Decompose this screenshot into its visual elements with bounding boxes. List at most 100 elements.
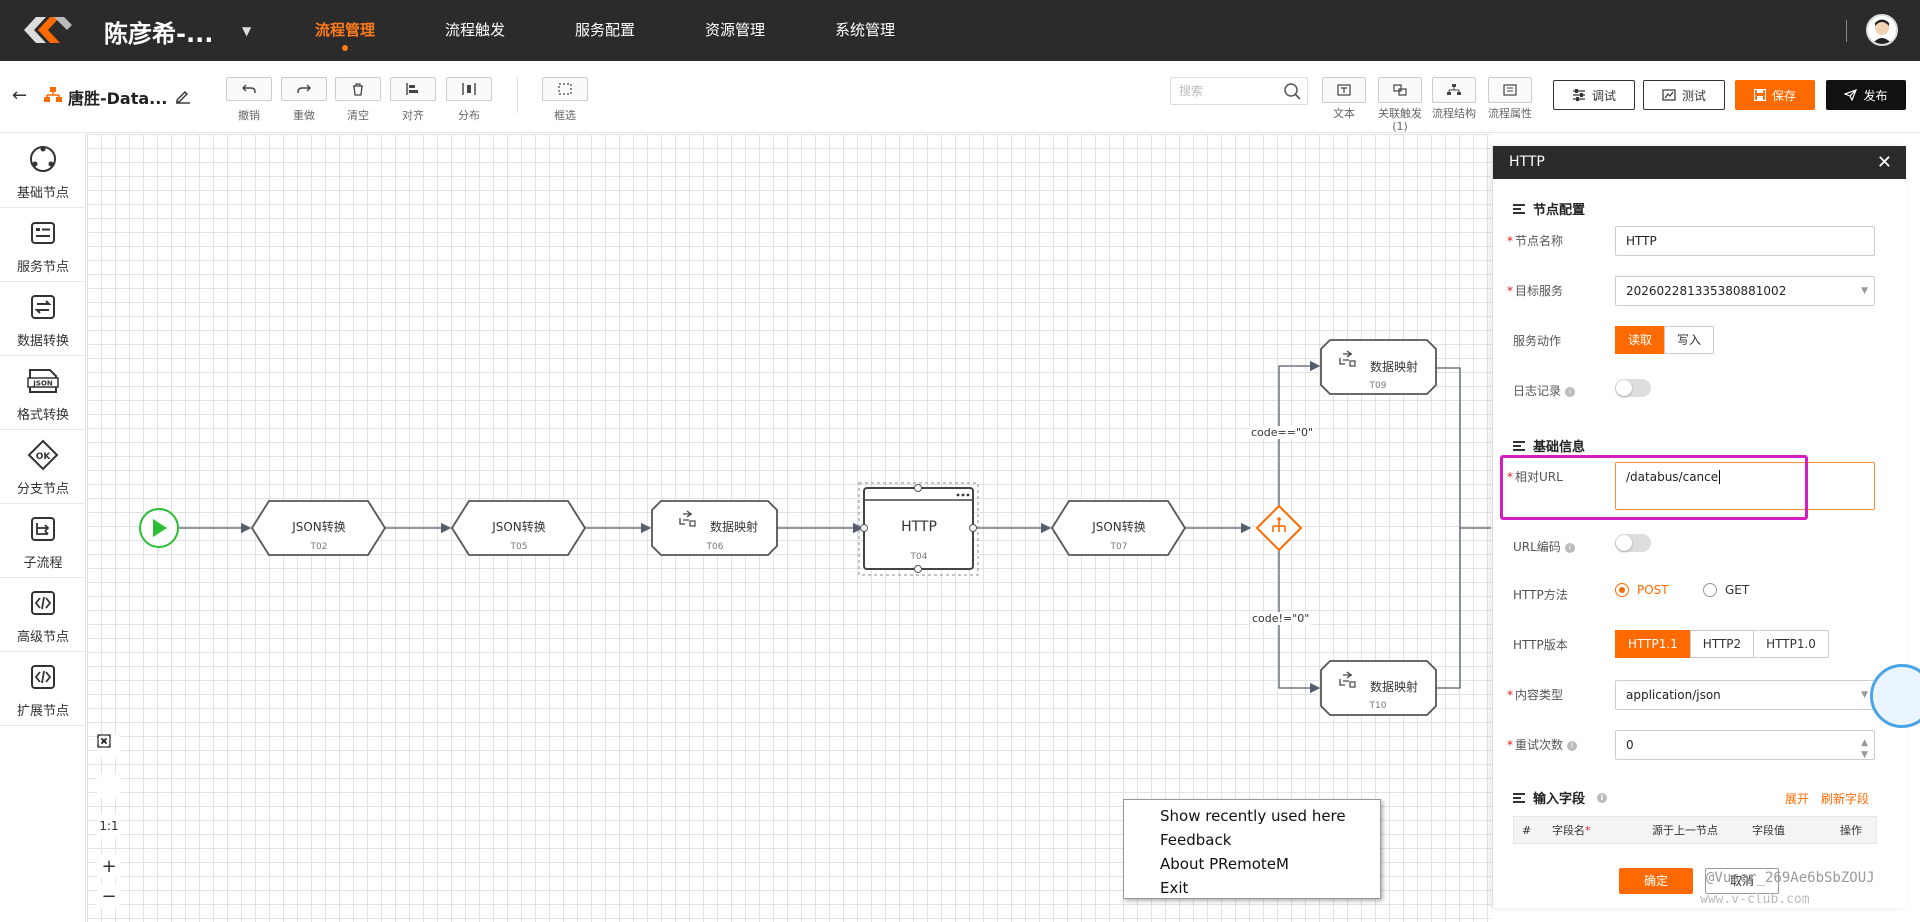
node-palette: 基础节点 服务节点 数据转换 JSON 格式转换 OK 分支节点 子流程 高级节… [0, 134, 86, 922]
node-config-panel: HTTP ✕ 节点配置 *节点名称 HTTP *目标服务 20260228133… [1492, 146, 1906, 908]
search-icon[interactable] [1283, 82, 1301, 100]
nav-resource-management[interactable]: 资源管理 [704, 21, 765, 39]
search-input[interactable]: 搜索 [1170, 77, 1308, 105]
action-write-option[interactable]: 写入 [1664, 326, 1715, 354]
palette-extension-node[interactable]: 扩展节点 [0, 652, 86, 726]
http-method-label: HTTP方法 [1513, 588, 1568, 602]
flow-structure-button[interactable] [1432, 77, 1476, 103]
method-post-radio[interactable]: POST [1615, 583, 1669, 597]
debug-button[interactable]: 调试 [1553, 80, 1635, 110]
flow-props-button[interactable] [1488, 77, 1532, 103]
ctx-show-recent[interactable]: Show recently used here [1160, 807, 1346, 825]
log-toggle[interactable] [1615, 379, 1651, 397]
url-label: *相对URL [1507, 470, 1563, 484]
redo-button[interactable] [281, 77, 327, 101]
node-t02-label: JSON转换 [292, 520, 346, 534]
node-t02[interactable] [250, 500, 387, 556]
version-2-option[interactable]: HTTP2 [1689, 630, 1755, 658]
cancel-button[interactable]: 取消 [1705, 868, 1779, 894]
section-title: 基础信息 [1533, 440, 1586, 455]
palette-label: 分支节点 [16, 482, 69, 497]
flow-props-label: 流程属性 [1488, 107, 1532, 120]
zoom-reset-button[interactable]: 1:1 [97, 814, 121, 838]
related-trigger-text: 关联触发 [1378, 107, 1422, 120]
ctx-about[interactable]: About PRemoteM [1160, 855, 1289, 873]
node-t05[interactable] [450, 500, 587, 556]
node-name-input[interactable]: HTTP [1615, 226, 1875, 256]
palette-advanced-node[interactable]: 高级节点 [0, 578, 86, 652]
palette-service-node[interactable]: 服务节点 [0, 208, 86, 282]
content-type-select[interactable]: application/json ▼ [1615, 680, 1875, 710]
title-dropdown-icon[interactable]: ▼ [242, 24, 252, 38]
nav-system-management[interactable]: 系统管理 [834, 21, 895, 39]
node-t09[interactable] [1320, 339, 1437, 395]
node-name-label: *节点名称 [1507, 234, 1564, 248]
http-version-label: HTTP版本 [1513, 638, 1568, 652]
expand-link[interactable]: 展开 [1785, 792, 1810, 806]
fit-view-button[interactable] [97, 734, 121, 758]
palette-format-convert[interactable]: JSON 格式转换 [0, 356, 86, 430]
publish-button[interactable]: 发布 [1826, 80, 1906, 110]
edit-name-icon[interactable] [175, 88, 191, 104]
box-select-icon [558, 83, 572, 95]
chart-icon [1662, 89, 1676, 101]
flow-edges [139, 339, 1491, 716]
palette-basic-node[interactable]: 基础节点 [0, 134, 86, 208]
retry-label-text: 重试次数 [1515, 738, 1564, 752]
relative-url-textarea[interactable]: /databus/cance [1615, 462, 1875, 510]
node-t09-id: T09 [1369, 381, 1387, 391]
version-11-option[interactable]: HTTP1.1 [1615, 630, 1691, 658]
undo-button[interactable] [226, 77, 272, 101]
align-button[interactable] [390, 77, 436, 101]
section-bar-icon [1513, 203, 1525, 214]
clear-button[interactable] [335, 77, 381, 101]
section-input-fields: 输入字段 i [1513, 788, 1608, 807]
action-read-option[interactable]: 读取 [1615, 326, 1666, 354]
zoom-out-button[interactable]: − [97, 884, 121, 908]
method-get-radio[interactable]: GET [1703, 583, 1749, 597]
node-t04-label: HTTP [901, 519, 937, 535]
retry-stepper[interactable]: 0 ▲▼ [1615, 730, 1875, 760]
condition-false-label[interactable]: code!="0" [1250, 612, 1312, 625]
target-service-select[interactable]: 202602281335380881002 ▼ [1615, 276, 1875, 306]
related-trigger-icon [1393, 84, 1407, 96]
ctx-exit[interactable]: Exit [1160, 879, 1189, 897]
test-button[interactable]: 测试 [1643, 80, 1725, 110]
distribute-button[interactable] [446, 77, 492, 101]
ctx-feedback[interactable]: Feedback [1160, 831, 1232, 849]
node-t07[interactable] [1050, 500, 1187, 556]
minimap-button[interactable] [97, 734, 121, 798]
version-10-option[interactable]: HTTP1.0 [1753, 630, 1829, 658]
user-avatar[interactable] [1866, 14, 1898, 46]
related-trigger-count: (1) [1392, 120, 1408, 133]
node-t06[interactable] [651, 500, 778, 556]
node-t04-http[interactable] [858, 482, 979, 576]
palette-data-convert[interactable]: 数据转换 [0, 282, 86, 356]
test-label: 测试 [1681, 88, 1706, 103]
palette-branch-node[interactable]: OK 分支节点 [0, 430, 86, 504]
palette-subflow[interactable]: 子流程 [0, 504, 86, 578]
close-icon[interactable]: ✕ [1876, 152, 1892, 173]
nav-flow-management[interactable]: 流程管理 [280, 0, 410, 61]
zoom-in-button[interactable]: + [97, 854, 121, 878]
nav-service-config[interactable]: 服务配置 [574, 21, 635, 39]
nav-flow-trigger[interactable]: 流程触发 [444, 21, 505, 39]
node-t10[interactable] [1320, 660, 1437, 716]
floating-assistant-ball[interactable] [1870, 664, 1920, 728]
url-encode-toggle[interactable] [1615, 534, 1651, 552]
branch-node[interactable] [1255, 504, 1303, 552]
refresh-fields-link[interactable]: 刷新字段 [1821, 792, 1870, 806]
section-title: 输入字段 [1533, 792, 1586, 807]
text-button[interactable] [1322, 77, 1366, 103]
save-button[interactable]: 保存 [1735, 80, 1815, 110]
stepper-icon[interactable]: ▲▼ [1861, 738, 1868, 760]
flow-props-icon [1503, 84, 1517, 96]
back-arrow-icon[interactable]: ← [12, 85, 28, 106]
condition-true-label[interactable]: code=="0" [1249, 426, 1316, 439]
flow-canvas[interactable]: JSON转换 T02 JSON转换 T05 数据映射 T06 HTTP T04 … [87, 134, 1491, 922]
confirm-button[interactable]: 确定 [1619, 868, 1693, 894]
box-select-button[interactable] [542, 77, 588, 101]
related-trigger-button[interactable] [1378, 77, 1422, 103]
start-node[interactable] [139, 508, 179, 548]
